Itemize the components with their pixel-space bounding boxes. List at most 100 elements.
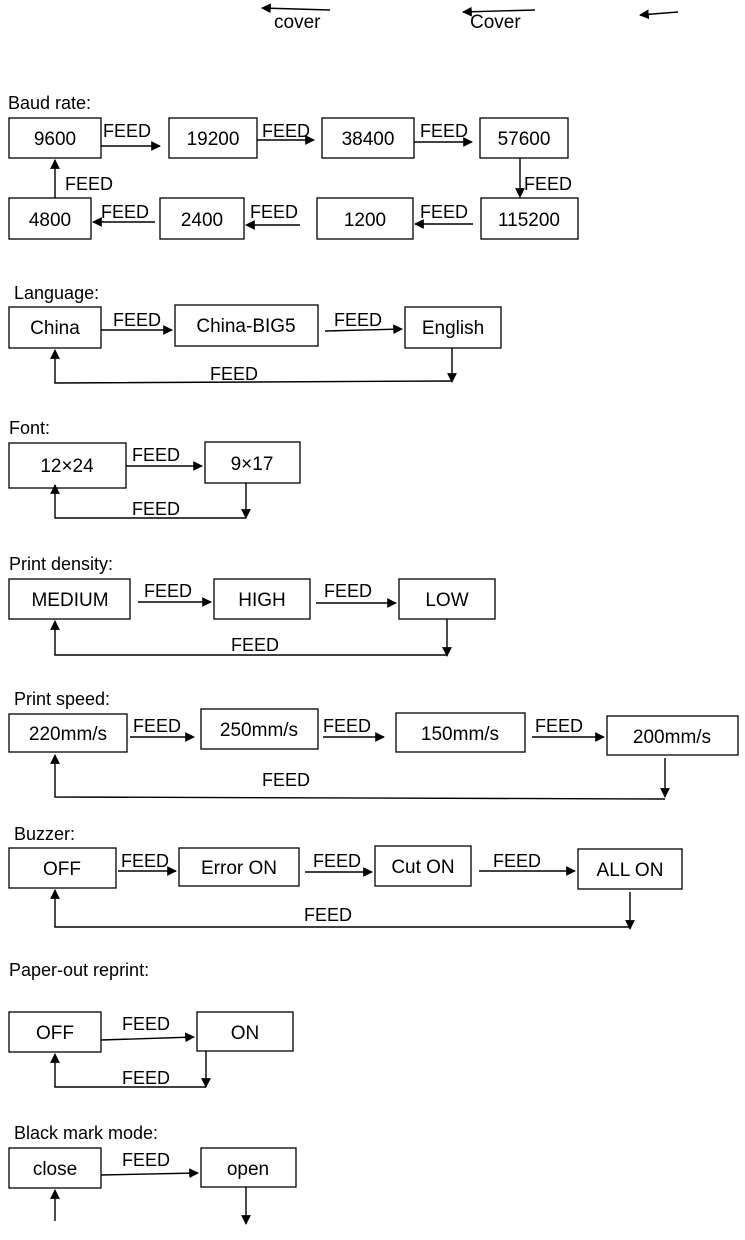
cover-arrow-2 <box>462 6 536 17</box>
language-arrow-2 <box>324 324 403 335</box>
section-title-baud-rate: Baud rate: <box>8 93 91 113</box>
section-buzzer: Buzzer: OFF Error ON Cut ON ALL ON FEED … <box>8 824 683 930</box>
baud-node-38400 <box>321 117 415 159</box>
section-title-black-mark-mode: Black mark mode: <box>14 1123 158 1143</box>
font-node-9x17 <box>204 441 301 484</box>
font-feed-label-2: FEED <box>132 499 180 519</box>
reprint-node-off <box>8 1011 102 1053</box>
blackmark-node-open-label: open <box>227 1159 269 1180</box>
speed-return-line <box>50 754 666 800</box>
speed-feed-label-3: FEED <box>535 716 583 736</box>
speed-node-250-label: 250mm/s <box>220 720 298 741</box>
baud-feed-label-8: FEED <box>65 174 113 194</box>
baud-feed-label-7: FEED <box>101 202 149 222</box>
baud-node-9600 <box>8 117 102 159</box>
baud-node-2400 <box>159 197 245 240</box>
section-print-density: Print density: MEDIUM HIGH LOW FEED FEED… <box>8 554 496 657</box>
section-baud-rate: Baud rate: 9600 19200 38400 57600 115200… <box>8 93 579 240</box>
baud-node-115200-label: 115200 <box>498 210 560 231</box>
section-title-print-density: Print density: <box>9 554 113 574</box>
blackmark-node-close-label: close <box>33 1159 77 1180</box>
blackmark-node-open <box>200 1147 297 1188</box>
speed-node-250 <box>200 708 319 750</box>
reprint-node-on-label: ON <box>231 1023 260 1044</box>
baud-node-57600 <box>479 117 569 159</box>
section-font: Font: 12×24 9×17 FEED FEED <box>8 418 301 519</box>
buzzer-feed-label-4: FEED <box>304 905 352 925</box>
baud-node-1200-label: 1200 <box>344 210 386 231</box>
section-title-paper-out-reprint: Paper-out reprint: <box>9 960 149 980</box>
language-node-china-big5-label: China-BIG5 <box>196 316 295 337</box>
speed-node-220 <box>8 713 128 753</box>
density-feed-label-2: FEED <box>324 581 372 601</box>
blackmark-node-close <box>8 1147 102 1189</box>
speed-node-220-label: 220mm/s <box>29 724 107 745</box>
language-node-english <box>404 306 502 349</box>
density-feed-label-1: FEED <box>144 581 192 601</box>
density-node-low-label: LOW <box>425 590 468 611</box>
baud-feed-label-6: FEED <box>250 202 298 222</box>
buzzer-node-off-label: OFF <box>43 859 81 880</box>
baud-feed-label-5: FEED <box>420 202 468 222</box>
density-node-medium-label: MEDIUM <box>31 590 108 611</box>
blackmark-feed-label-1: FEED <box>122 1150 170 1170</box>
baud-node-4800-label: 4800 <box>29 210 71 231</box>
speed-feed-label-1: FEED <box>133 716 181 736</box>
buzzer-feed-label-1: FEED <box>121 851 169 871</box>
density-node-high-label: HIGH <box>238 590 286 611</box>
baud-node-1200 <box>316 197 414 240</box>
speed-node-150-label: 150mm/s <box>421 724 499 745</box>
font-node-12x24-label: 12×24 <box>40 456 94 477</box>
language-feed-label-2: FEED <box>334 310 382 330</box>
language-return-line <box>50 349 453 384</box>
baud-node-38400-label: 38400 <box>342 129 395 150</box>
section-paper-out-reprint: Paper-out reprint: OFF ON FEED FEED <box>8 960 294 1088</box>
density-node-low <box>398 578 496 620</box>
section-print-speed: Print speed: 220mm/s 250mm/s 150mm/s 200… <box>8 689 739 800</box>
reprint-node-off-label: OFF <box>36 1023 74 1044</box>
baud-node-2400-label: 2400 <box>181 210 223 231</box>
language-feed-label-1: FEED <box>113 310 161 330</box>
buzzer-node-all-on-label: ALL ON <box>597 860 664 881</box>
reprint-arrow-1 <box>100 1032 195 1043</box>
density-node-medium <box>8 578 131 620</box>
buzzer-node-error-on <box>178 847 300 887</box>
section-title-print-speed: Print speed: <box>14 689 110 709</box>
baud-node-115200 <box>480 197 579 240</box>
baud-node-19200 <box>168 117 258 159</box>
section-title-language: Language: <box>14 283 99 303</box>
buzzer-feed-label-3: FEED <box>493 851 541 871</box>
section-title-font: Font: <box>9 418 50 438</box>
font-feed-label-1: FEED <box>132 445 180 465</box>
baud-feed-label-1: FEED <box>103 121 151 141</box>
density-feed-label-3: FEED <box>231 635 279 655</box>
reprint-node-on <box>196 1011 294 1052</box>
cover-label-capital: Cover <box>470 12 521 33</box>
reprint-feed-label-2: FEED <box>122 1068 170 1088</box>
speed-node-200 <box>606 715 739 756</box>
reprint-feed-label-1: FEED <box>122 1014 170 1034</box>
language-node-china-big5 <box>174 304 319 347</box>
font-return-line <box>50 484 246 519</box>
font-node-9x17-label: 9×17 <box>231 454 274 475</box>
speed-node-200-label: 200mm/s <box>633 727 711 748</box>
buzzer-node-error-on-label: Error ON <box>201 858 277 879</box>
section-language: Language: China China-BIG5 English FEED … <box>8 283 502 384</box>
language-node-china <box>8 306 102 349</box>
section-title-buzzer: Buzzer: <box>14 824 75 844</box>
reprint-return-line <box>50 1053 206 1088</box>
buzzer-node-all-on <box>577 848 683 890</box>
speed-feed-label-4: FEED <box>262 770 310 790</box>
cover-label: cover <box>274 12 321 33</box>
baud-node-9600-label: 9600 <box>34 129 76 150</box>
top-cover-area: cover Cover <box>261 3 679 33</box>
baud-node-19200-label: 19200 <box>187 129 240 150</box>
cover-arrow-3 <box>639 9 679 20</box>
baud-feed-label-4: FEED <box>524 174 572 194</box>
language-feed-label-3: FEED <box>210 364 258 384</box>
speed-node-150 <box>395 712 526 753</box>
language-node-english-label: English <box>422 318 484 339</box>
baud-node-4800 <box>8 197 92 240</box>
language-node-china-label: China <box>30 318 80 339</box>
